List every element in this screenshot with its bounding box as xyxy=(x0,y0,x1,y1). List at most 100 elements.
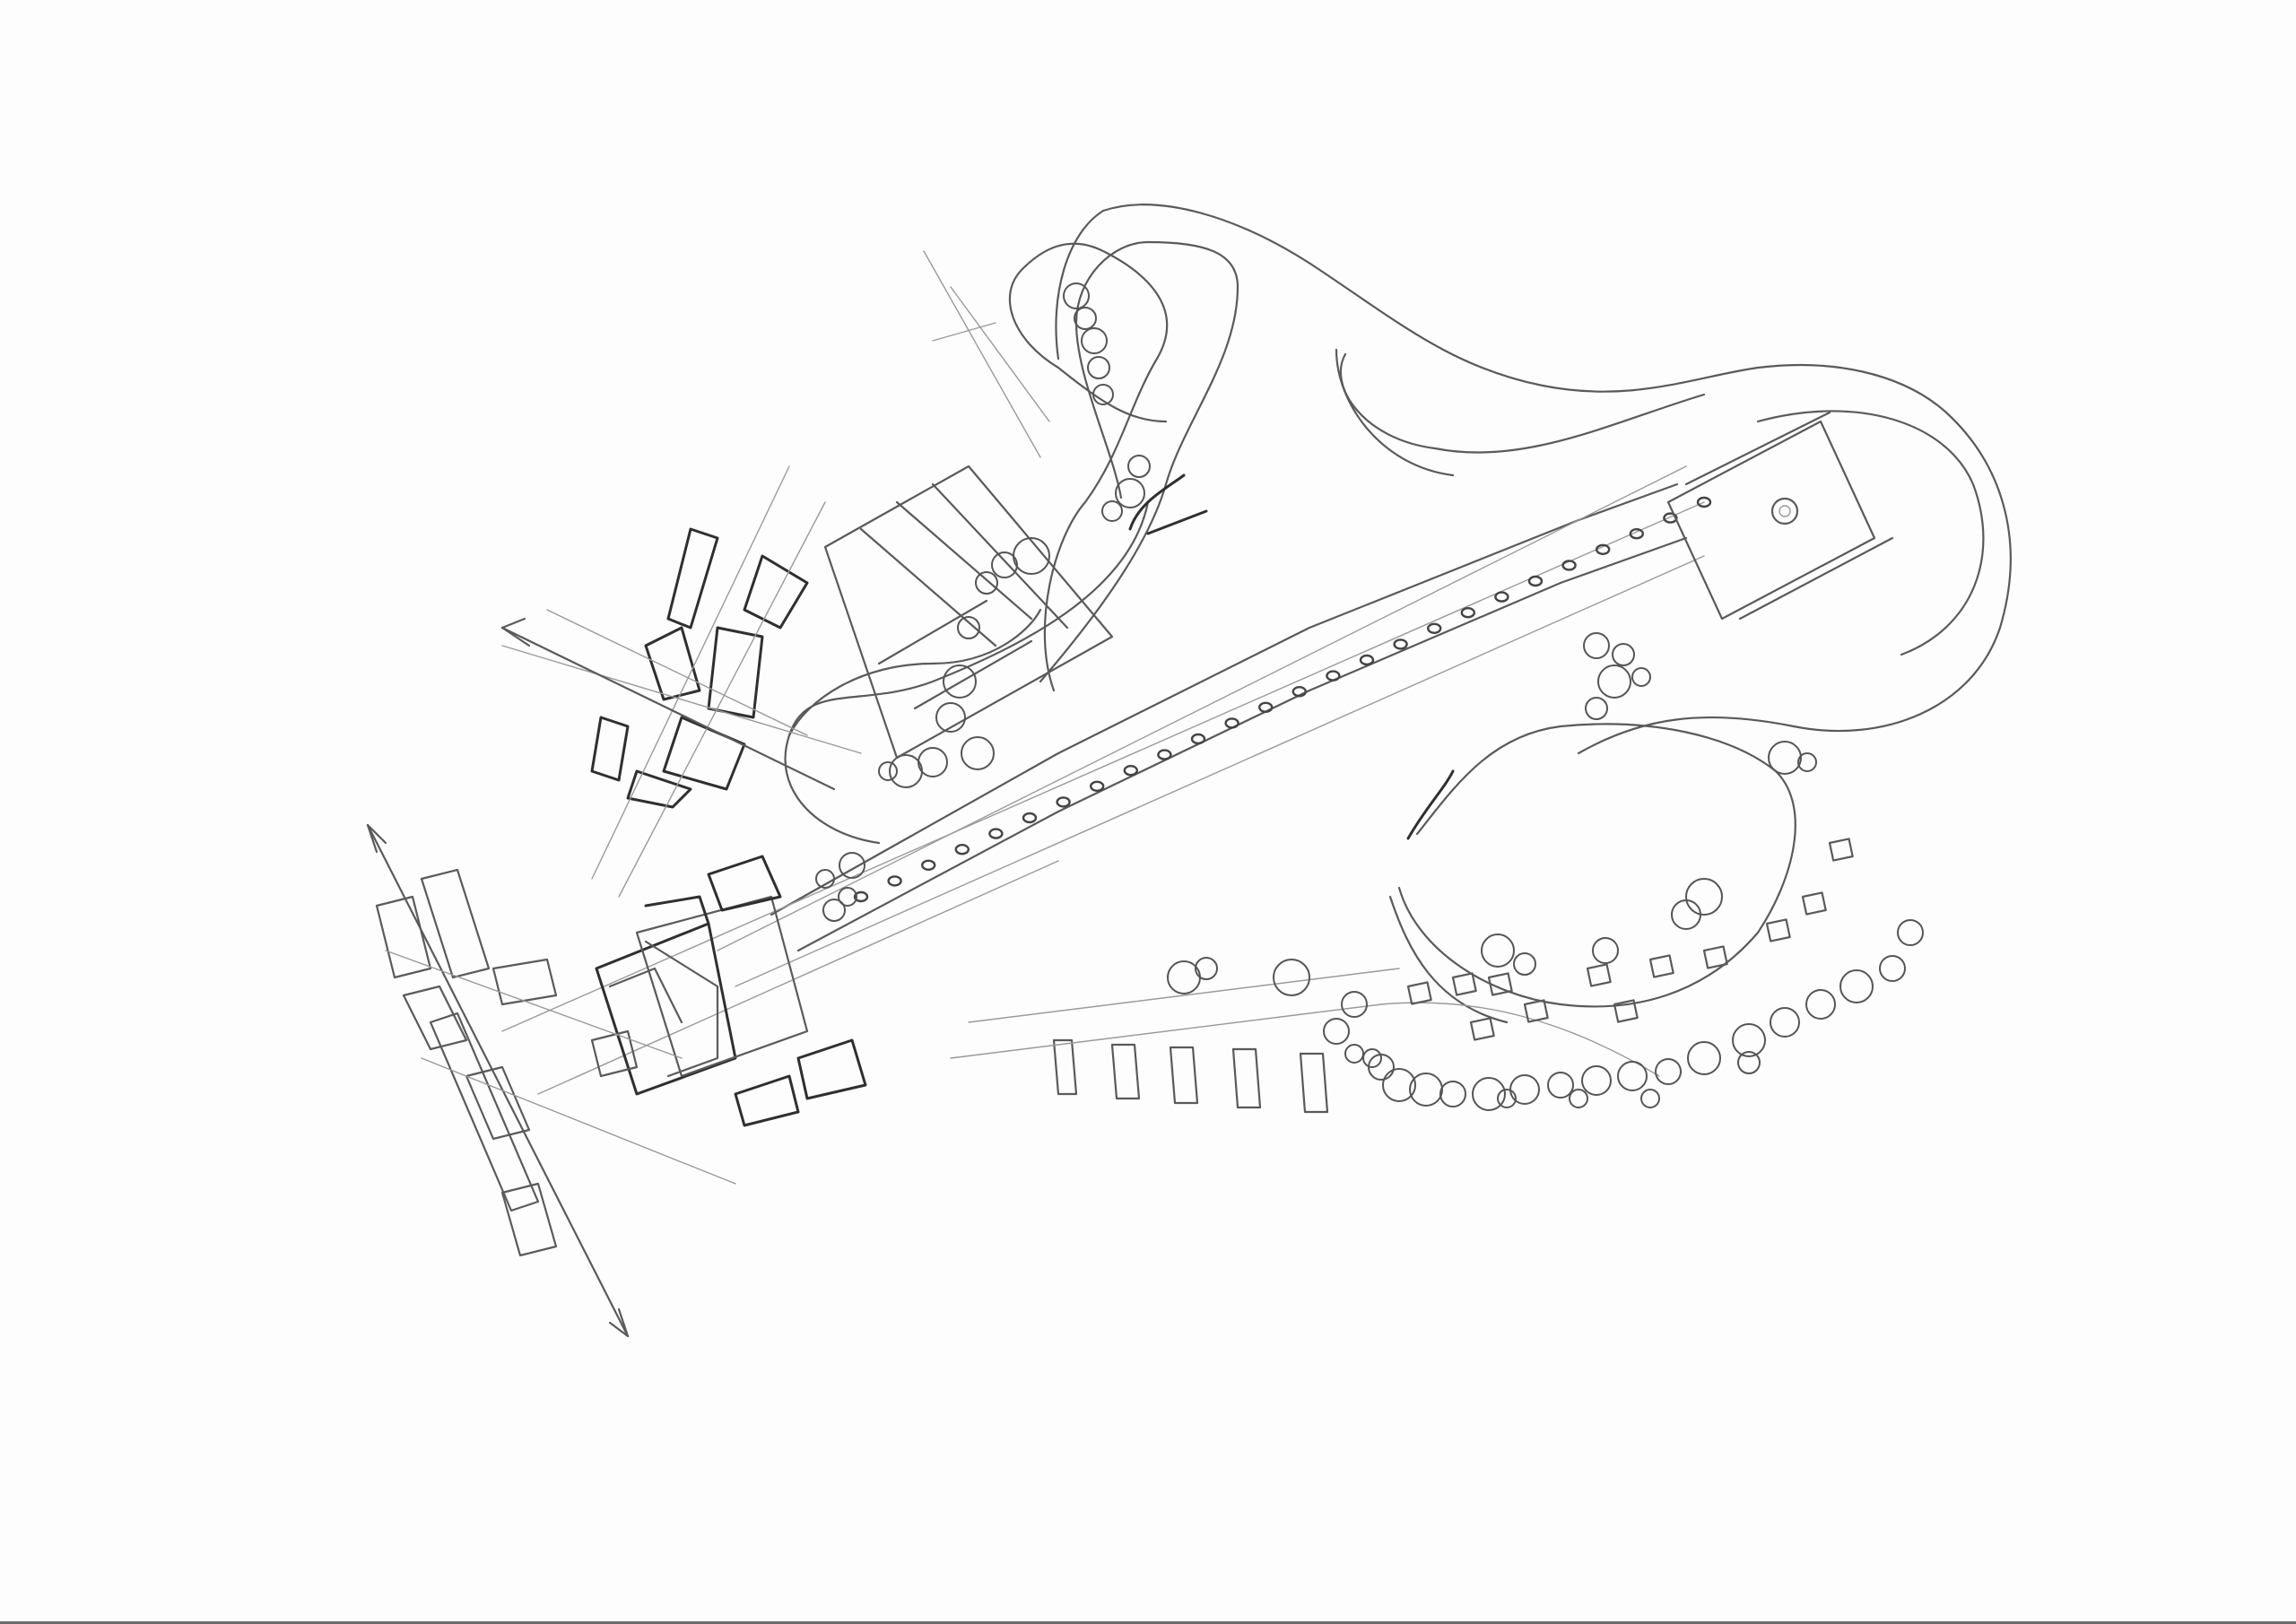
tree-icon xyxy=(1362,1048,1382,1068)
tree-icon xyxy=(1797,752,1817,772)
stepping-stones xyxy=(822,887,857,922)
tree-icon xyxy=(957,616,980,639)
northwest-lawn xyxy=(784,240,1239,845)
lamp-icon xyxy=(887,875,902,887)
lamp-icon xyxy=(1595,543,1611,555)
tree-icon xyxy=(1897,919,1924,946)
lamp-row xyxy=(853,496,1712,903)
lamp-icon xyxy=(1527,575,1544,587)
far-left-buildings xyxy=(375,868,736,1257)
lamp-icon xyxy=(1022,812,1038,824)
tree-icon xyxy=(1655,1058,1682,1085)
tree-icon xyxy=(1592,937,1619,964)
tree-icon xyxy=(1581,1065,1612,1096)
lamp-icon xyxy=(1056,796,1071,808)
lamp-icon xyxy=(988,828,1004,839)
southeast-lawn xyxy=(1388,723,1796,1024)
pavilion-icon xyxy=(1523,999,1549,1023)
tree-icon xyxy=(1382,1068,1416,1102)
tree-icon xyxy=(1439,1081,1466,1107)
pavilion-row xyxy=(1406,838,1854,1041)
tree-icon xyxy=(1879,955,1906,982)
tree-icon xyxy=(1509,1074,1540,1105)
tree-icon xyxy=(1127,455,1151,478)
pavilion-icon xyxy=(1702,945,1728,969)
tree-icon xyxy=(943,664,977,699)
tree-icon xyxy=(1344,1044,1364,1064)
tree-icon xyxy=(839,852,865,879)
tree-icon xyxy=(1583,632,1610,659)
lamp-icon xyxy=(1089,780,1105,792)
tree-icon xyxy=(1640,1089,1660,1108)
tree-icon xyxy=(1805,989,1836,1020)
lamp-icon xyxy=(1460,607,1476,619)
tree-icon xyxy=(935,702,966,733)
tree-icon xyxy=(1732,1023,1766,1057)
tree-icon xyxy=(1497,1089,1517,1108)
tree-icon xyxy=(1323,1018,1350,1045)
tree-icon xyxy=(1115,478,1145,508)
tree-icon xyxy=(1597,664,1631,699)
lamp-icon xyxy=(1393,638,1408,650)
pavilion-icon xyxy=(1586,963,1612,987)
lamp-icon xyxy=(1629,528,1645,540)
tree-icon xyxy=(1631,667,1651,687)
lamp-icon xyxy=(1326,670,1341,682)
lamp-icon xyxy=(1224,717,1239,729)
tree-icon xyxy=(1074,307,1097,330)
tree-icon xyxy=(1671,899,1701,930)
pavilion-icon xyxy=(1451,972,1477,996)
tree-icon xyxy=(1839,969,1874,1003)
tree-icon xyxy=(1770,1007,1800,1038)
tree-icon xyxy=(991,551,1018,578)
tree-icon xyxy=(1612,643,1635,666)
fountain-icon xyxy=(1770,497,1799,525)
tree-icon xyxy=(1101,500,1123,522)
lamp-icon xyxy=(853,890,869,903)
tree-icon xyxy=(1087,356,1110,379)
park-boundary xyxy=(1008,204,2012,755)
pavilion-icon xyxy=(1828,838,1854,862)
tree-icon xyxy=(1687,1041,1721,1075)
upper-left-buildings xyxy=(501,250,1114,898)
lamp-icon xyxy=(1190,733,1206,745)
entrance-plaza-building xyxy=(590,855,867,1127)
tree-icon xyxy=(1481,934,1515,968)
tree-icon xyxy=(1617,1061,1648,1091)
pavilion-icon xyxy=(1801,891,1827,916)
scan-bottom-edge xyxy=(0,1621,2296,1624)
tree-icon xyxy=(1195,957,1218,980)
lamp-icon xyxy=(1123,765,1139,777)
tree-clusters xyxy=(815,282,1924,1111)
pavilion-icon xyxy=(1406,981,1432,1005)
pavilion-icon xyxy=(1469,1017,1495,1041)
tree-icon xyxy=(1768,741,1802,775)
tree-icon xyxy=(975,571,998,595)
pavilion-icon xyxy=(1613,999,1639,1023)
tree-icon xyxy=(1547,1072,1574,1099)
tree-icon xyxy=(1409,1073,1443,1107)
lamp-icon xyxy=(920,859,936,871)
lamp-icon xyxy=(1292,686,1308,698)
parking-row xyxy=(950,968,1660,1114)
tree-icon xyxy=(1513,952,1536,976)
tree-icon xyxy=(1585,697,1608,720)
axis-lines xyxy=(366,617,836,1338)
lamp-icon xyxy=(1157,749,1172,760)
tree-icon xyxy=(1092,384,1114,405)
tree-icon xyxy=(1472,1077,1506,1111)
tree-icon xyxy=(1737,1051,1761,1074)
tree-icon xyxy=(1273,959,1310,996)
lamp-icon xyxy=(1257,701,1274,713)
tree-icon xyxy=(1081,327,1108,354)
tree-icon xyxy=(1341,991,1368,1018)
lamp-icon xyxy=(954,844,970,855)
tree-icon xyxy=(1685,878,1723,916)
lamp-icon xyxy=(1696,496,1712,508)
tree-icon xyxy=(878,761,898,781)
lamp-icon xyxy=(1494,591,1509,603)
tree-icon xyxy=(1063,282,1090,309)
lamp-icon xyxy=(1663,512,1678,524)
